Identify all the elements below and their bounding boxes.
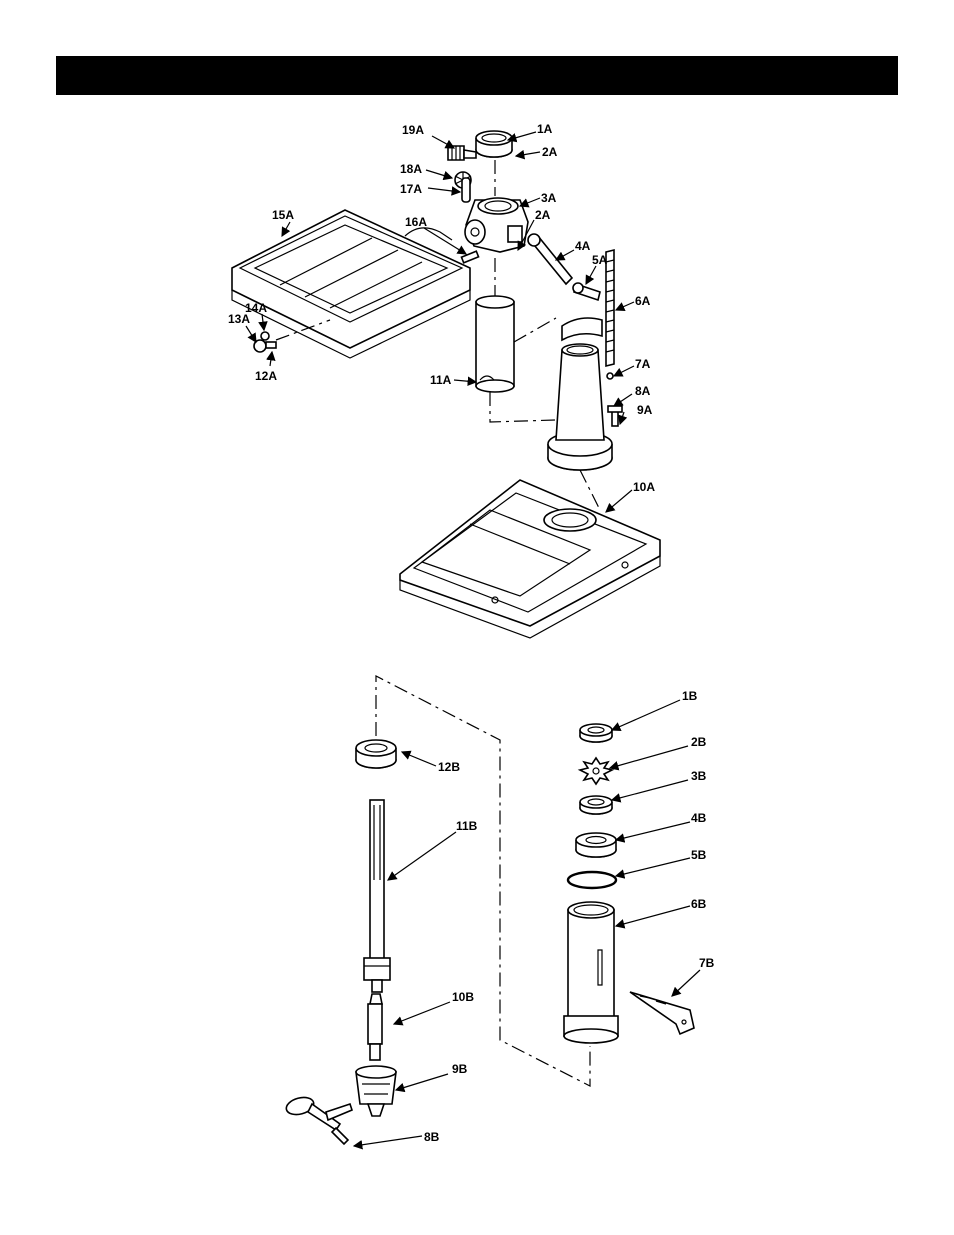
- part-6b-quill: [564, 902, 618, 1043]
- label-16a: 16A: [405, 215, 427, 229]
- part-11a-column: [476, 296, 514, 392]
- part-8b-chuck-key: [284, 1095, 352, 1144]
- part-17a-pin: [462, 178, 470, 202]
- label-2b: 2B: [691, 735, 707, 749]
- part-10b-arbor: [368, 994, 382, 1060]
- part-1b-nut: [580, 724, 612, 742]
- label-13a: 13A: [228, 312, 250, 326]
- part-12b-bearing: [356, 740, 396, 768]
- part-5a-grip: [573, 283, 600, 300]
- assembly-line-upper-4: [514, 318, 556, 342]
- part-10a-base: [400, 480, 660, 638]
- part-6a-rack: [606, 250, 614, 366]
- label-6a: 6A: [635, 294, 651, 308]
- label-4a: 4A: [575, 239, 591, 253]
- label-9a: 9A: [637, 403, 653, 417]
- part-ring-collar: [562, 318, 602, 340]
- label-11a: 11A: [430, 373, 452, 387]
- part-3a-bracket: [465, 198, 528, 252]
- label-8b: 8B: [424, 1130, 440, 1144]
- label-4b: 4B: [691, 811, 707, 825]
- label-2a-mid: 2A: [535, 208, 551, 222]
- label-3a: 3A: [541, 191, 557, 205]
- label-3b: 3B: [691, 769, 707, 783]
- label-17a: 17A: [400, 182, 422, 196]
- label-9b: 9B: [452, 1062, 468, 1076]
- label-6b: 6B: [691, 897, 707, 911]
- label-7b: 7B: [699, 956, 715, 970]
- label-11b: 11B: [456, 819, 478, 833]
- assembly-line-upper-5: [580, 470, 600, 510]
- label-18a: 18A: [400, 162, 422, 176]
- label-7a: 7A: [635, 357, 651, 371]
- label-19a: 19A: [402, 123, 424, 137]
- label-2a-top: 2A: [542, 145, 558, 159]
- label-10b: 10B: [452, 990, 474, 1004]
- part-1a-ring: [476, 131, 512, 157]
- label-5a: 5A: [592, 253, 608, 267]
- part-5b-oring: [568, 872, 616, 888]
- label-8a: 8A: [635, 384, 651, 398]
- label-12b: 12B: [438, 760, 460, 774]
- part-3b-washer: [580, 796, 612, 814]
- label-1a: 1A: [537, 122, 553, 136]
- part-12a-13a-14a-knob: [254, 332, 276, 352]
- part-4b-bearing: [576, 833, 616, 857]
- label-10a: 10A: [633, 480, 655, 494]
- assembly-line-upper-3: [490, 392, 556, 422]
- label-15a: 15A: [272, 208, 294, 222]
- part-2b-washer: [580, 758, 612, 784]
- label-1b: 1B: [682, 689, 698, 703]
- part-7a-screw: [607, 373, 613, 379]
- part-4a-crank: [528, 234, 572, 284]
- part-19a-worm: [448, 146, 476, 160]
- part-11b-spindle: [364, 800, 390, 992]
- label-12a: 12A: [255, 369, 277, 383]
- assembly-line-lower-left: [376, 676, 590, 1086]
- part-8a-column-base: [548, 344, 612, 470]
- part-7b-drift: [630, 992, 694, 1034]
- label-5b: 5B: [691, 848, 707, 862]
- part-9b-chuck: [356, 1066, 396, 1116]
